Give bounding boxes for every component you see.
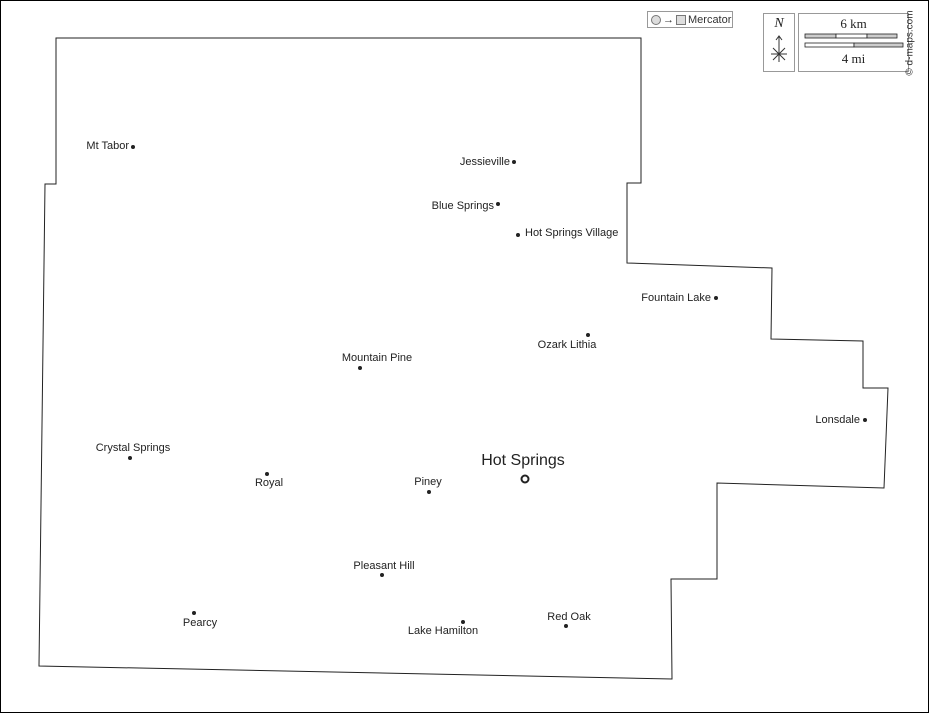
place-label: Pleasant Hill	[353, 560, 415, 572]
place-label: Jessieville	[459, 156, 510, 168]
circle-icon	[651, 14, 661, 25]
scale-mi-label: 4 mi	[841, 51, 866, 66]
place-label: Red Oak	[547, 611, 591, 623]
place-label: Ozark Lithia	[537, 339, 597, 351]
scale-bars	[804, 33, 904, 48]
place-label: Fountain Lake	[641, 292, 711, 304]
projection-label: Mercator	[688, 13, 732, 26]
place-dot	[586, 333, 590, 337]
place-dot	[192, 611, 196, 615]
scale-km-label: 6 km	[840, 16, 867, 31]
place-dot	[714, 296, 718, 300]
place-dot	[496, 202, 500, 206]
place-dot	[128, 456, 132, 460]
place-dot	[461, 620, 465, 624]
north-label: N	[774, 16, 784, 31]
arrow-icon: →	[663, 13, 674, 26]
place-dot	[863, 418, 867, 422]
place-label: Royal	[254, 477, 284, 489]
place-label: Pearcy	[182, 617, 218, 629]
place-label: Blue Springs	[431, 200, 494, 212]
place-dot	[564, 624, 568, 628]
capital-label: Hot Springs	[481, 452, 565, 469]
place-label: Mt Tabor	[86, 140, 129, 152]
place-dot	[358, 366, 362, 370]
scale-bar: 6 km 4 mi	[798, 13, 909, 72]
place-dot	[265, 472, 269, 476]
place-label: Lonsdale	[815, 414, 860, 426]
square-icon	[676, 14, 686, 25]
place-label: Mountain Pine	[341, 352, 413, 364]
compass-icon	[771, 35, 787, 62]
place-dot	[512, 160, 516, 164]
copyright: © d-maps.com	[904, 10, 916, 76]
place-label: Crystal Springs	[95, 442, 171, 454]
place-dot	[427, 490, 431, 494]
place-label: Hot Springs Village	[525, 227, 619, 239]
place-dot	[131, 145, 135, 149]
place-label: Piney	[414, 476, 442, 488]
place-dot	[380, 573, 384, 577]
north-arrow: N	[763, 13, 795, 72]
place-dot	[516, 233, 520, 237]
place-label: Lake Hamilton	[407, 625, 479, 637]
capital-marker	[520, 474, 530, 484]
projection-legend: → Mercator	[647, 11, 733, 28]
